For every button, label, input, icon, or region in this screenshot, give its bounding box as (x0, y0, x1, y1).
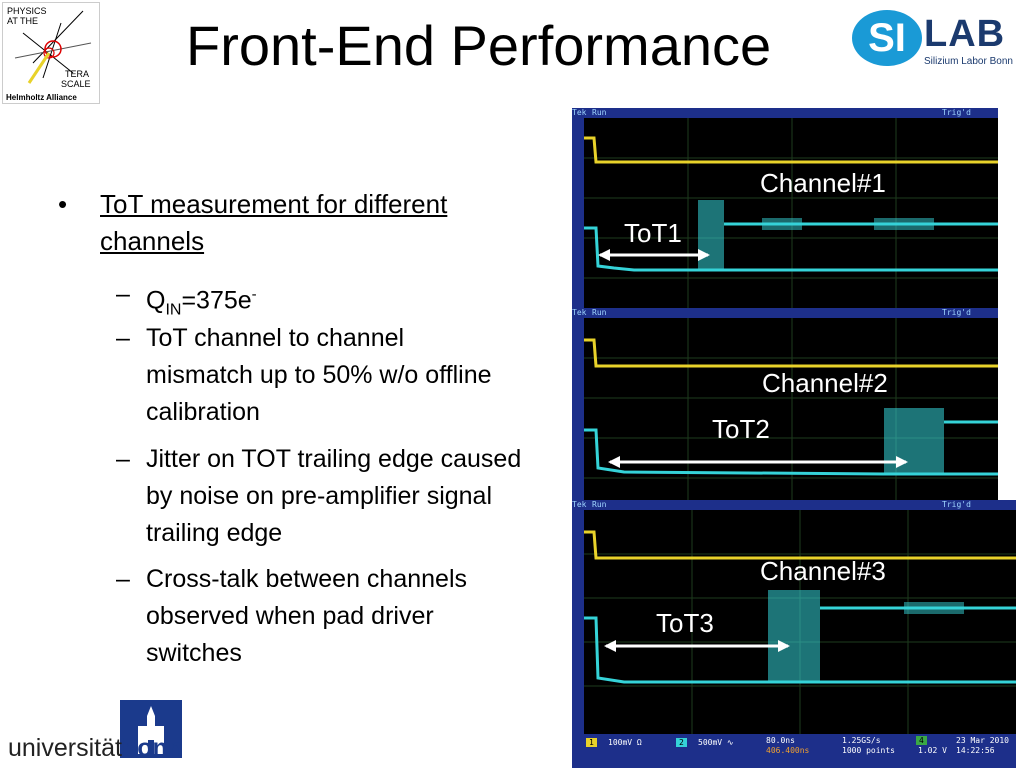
silab-logo: SI LAB Silizium Labor Bonn (852, 8, 1022, 72)
sub-bullet-mismatch: ToT channel to channel mismatch up to 50… (146, 324, 492, 426)
ch1-scale: 100mV Ω (608, 738, 642, 747)
scope-screenshot-1: Tek Run Trig'd Channel#1 ToT1 (572, 108, 998, 312)
scope-screenshot-2: Tek Run Trig'd Channel#2 ToT2 (572, 308, 998, 508)
scope-tek-label: Tek (572, 108, 587, 117)
uni-bonn-logo: universitätbonn (8, 700, 184, 766)
scope-trig-label: Trig'd (942, 308, 971, 317)
record-length: 1000 points (842, 746, 895, 755)
scope-run-label: Run (592, 108, 607, 117)
uni-text: universität (8, 734, 122, 762)
sub-bullet-crosstalk: Cross-talk between channels observed whe… (146, 565, 467, 667)
scope-tot-label: ToT2 (712, 414, 770, 444)
uni-bonn-emblem (120, 700, 182, 758)
silab-si-mark: SI (852, 10, 922, 66)
scope-date: 23 Mar 2010 (956, 736, 1009, 745)
scope-header: Tek Run Trig'd (572, 108, 998, 118)
scope-traces (584, 510, 1016, 736)
dash-marker: – (116, 324, 130, 352)
scope-tot-label: ToT1 (624, 218, 682, 248)
scope-tek-label: Tek (572, 500, 587, 509)
bullet-marker: • (58, 189, 68, 219)
qin-superscript: - (251, 286, 257, 303)
timebase: 80.0ns (766, 736, 795, 745)
ch2-badge: 2 (676, 738, 687, 747)
scope-plot-area (584, 118, 998, 312)
scope-run-label: Run (592, 500, 607, 509)
scope-settings-bar: 1 100mV Ω 2 500mV ∿ 80.0ns 406.400ns 1.2… (572, 734, 1016, 768)
sub-bullet-qin: QIN=375e- (146, 276, 546, 328)
uni-bonn-wordmark: universitätbonn (8, 734, 183, 763)
silab-lab-text: LAB (924, 13, 1006, 55)
terascale-logo: PHYSICS AT THE TERA SCALE Helmholtz Alli… (2, 2, 100, 104)
scope-run-label: Run (592, 308, 607, 317)
trigger-level: 1.02 V (918, 746, 947, 755)
scope-tot-label: ToT3 (656, 608, 714, 638)
terascale-logo-graphic (14, 10, 92, 84)
scope-trig-label: Trig'd (942, 108, 971, 117)
terascale-text-1: PHYSICS (7, 6, 47, 16)
bonn-text: bonn (121, 734, 184, 762)
qin-subscript: IN (165, 301, 182, 319)
dash-marker: – (116, 445, 130, 473)
qin-q: Q (146, 286, 166, 315)
scope-time: 14:22:56 (956, 746, 995, 755)
scope-trig-label: Trig'd (942, 500, 971, 509)
sub-bullet-jitter: Jitter on TOT trailing edge caused by no… (146, 445, 522, 547)
sample-rate: 1.25GS/s (842, 736, 881, 745)
dash-marker: – (116, 280, 130, 308)
main-bullet-text: ToT measurement for different channels (100, 189, 448, 256)
terascale-text-3: TERA (65, 69, 90, 79)
scope-channel-label: Channel#3 (760, 556, 886, 586)
scope-channel-label: Channel#2 (762, 368, 888, 398)
scope-traces (584, 318, 998, 508)
dash-marker: – (116, 565, 130, 593)
trigger-delay: 406.400ns (766, 746, 810, 755)
terascale-text-2: AT THE (7, 16, 39, 26)
scope-header: Tek Run Trig'd (572, 308, 998, 318)
scope-header: Tek Run Trig'd (572, 500, 1016, 510)
uni-bonn-building-icon (138, 706, 164, 754)
ch2-scale: 500mV ∿ (698, 738, 734, 747)
terascale-text-5: Helmholtz Alliance (6, 93, 77, 102)
scope-channel-label: Channel#1 (760, 168, 886, 198)
ch1-badge: 1 (586, 738, 597, 747)
slide-title: Front-End Performance (186, 14, 772, 77)
trigger-channel: 4 (916, 736, 927, 745)
scope-tek-label: Tek (572, 308, 587, 317)
silab-subtitle: Silizium Labor Bonn (924, 56, 1013, 67)
scope-traces (584, 118, 998, 312)
scope-screenshot-3: Tek Run Trig'd Channel#3 ToT3 (572, 500, 1016, 736)
terascale-text-4: SCALE (61, 79, 91, 89)
qin-value: =375e (181, 286, 252, 315)
